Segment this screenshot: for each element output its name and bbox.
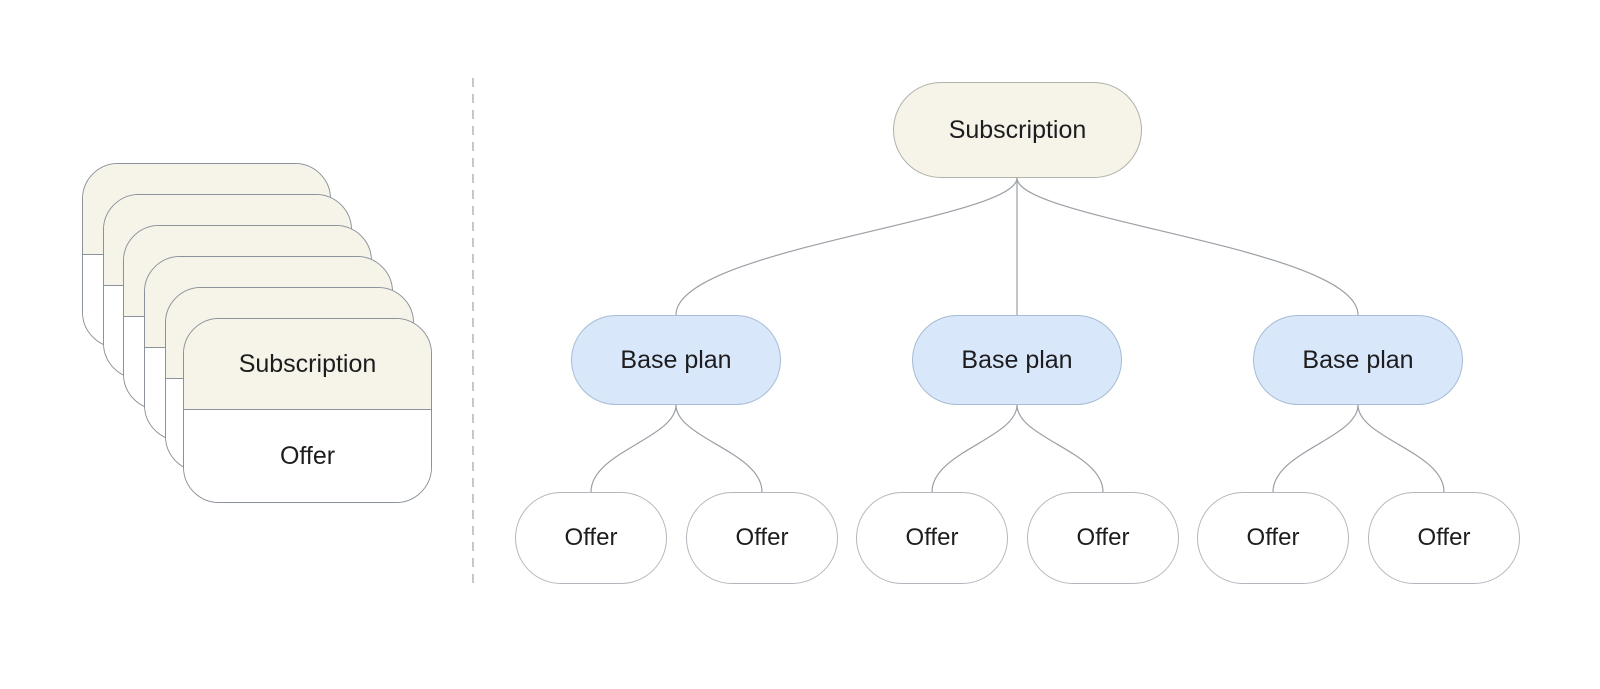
subscription-node-label: Subscription <box>948 115 1087 144</box>
base-plan-node-label: Base plan <box>1302 345 1414 374</box>
connector-root-to-base-3 <box>1016 177 1359 316</box>
offer-node-label: Offer <box>735 524 789 551</box>
base-plan-node: Base plan <box>571 315 781 405</box>
offer-node-label: Offer <box>1246 524 1300 551</box>
offer-node-label: Offer <box>564 524 618 551</box>
offer-node-label: Offer <box>905 524 959 551</box>
front-card: Subscription Offer <box>183 318 432 503</box>
subscription-node: Subscription <box>893 82 1142 178</box>
base-plan-node-label: Base plan <box>961 345 1073 374</box>
offer-node: Offer <box>1368 492 1520 584</box>
offer-label: Offer <box>279 441 336 470</box>
offer-node: Offer <box>856 492 1008 584</box>
front-card-offer-label: Offer <box>184 410 431 502</box>
connector-base3-to-offer-5 <box>1272 404 1359 493</box>
connector-base1-to-offer-2 <box>675 404 763 493</box>
connector-root-to-base-1 <box>675 177 1018 316</box>
offer-node: Offer <box>1027 492 1179 584</box>
offer-node-label: Offer <box>1417 524 1471 551</box>
offer-node-label: Offer <box>1076 524 1130 551</box>
connector-base2-to-offer-4 <box>1016 404 1104 493</box>
base-plan-node-label: Base plan <box>620 345 732 374</box>
connector-base3-to-offer-6 <box>1357 404 1445 493</box>
subscription-label: Subscription <box>238 349 377 378</box>
offer-node: Offer <box>515 492 667 584</box>
offer-node: Offer <box>686 492 838 584</box>
base-plan-node: Base plan <box>912 315 1122 405</box>
front-card-subscription-label: Subscription <box>184 319 431 410</box>
connector-base2-to-offer-3 <box>931 404 1018 493</box>
dashed-divider <box>472 78 474 588</box>
connector-base1-to-offer-1 <box>590 404 677 493</box>
base-plan-node: Base plan <box>1253 315 1463 405</box>
offer-node: Offer <box>1197 492 1349 584</box>
